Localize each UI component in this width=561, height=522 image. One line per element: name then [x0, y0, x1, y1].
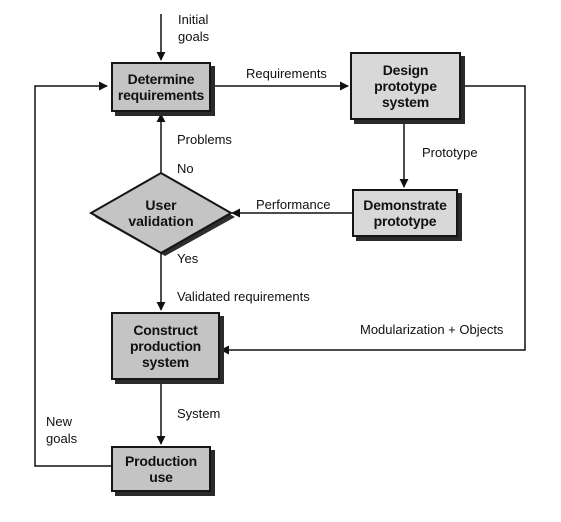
validated-requirements-label: Validated requirements	[177, 289, 310, 304]
user-validation-diamond	[88, 171, 234, 255]
requirements-label: Requirements	[246, 66, 327, 81]
new-goals-label: New goals	[46, 414, 78, 446]
no-label: No	[177, 161, 194, 176]
system-label: System	[177, 406, 221, 421]
user-validation-label: User validation	[128, 197, 194, 229]
construct-production-box: Construct production system	[111, 312, 220, 380]
performance-label: Performance	[256, 197, 331, 212]
design-prototype-label: Design prototype system	[374, 62, 437, 110]
prototype-label: Prototype	[422, 145, 478, 160]
construct-production-label: Construct production system	[129, 322, 202, 370]
modularization-objects-label: Modularization + Objects	[360, 322, 504, 337]
determine-requirements-label: Determine requirements	[117, 71, 205, 103]
problems-label: Problems	[177, 132, 232, 147]
user-validation-label-box: User validation	[111, 195, 211, 231]
new-goals-arrow	[34, 81, 111, 467]
demonstrate-prototype-label: Demonstrate prototype	[363, 197, 447, 229]
determine-requirements-box: Determine requirements	[111, 62, 211, 112]
demonstrate-prototype-box: Demonstrate prototype	[352, 189, 458, 237]
production-use-box: Production use	[111, 446, 211, 492]
yes-label: Yes	[177, 251, 199, 266]
design-prototype-box: Design prototype system	[350, 52, 461, 120]
production-use-label: Production use	[125, 453, 197, 485]
initial-goals-label: Initial goals	[178, 12, 210, 44]
modularization-arrow	[220, 85, 526, 355]
